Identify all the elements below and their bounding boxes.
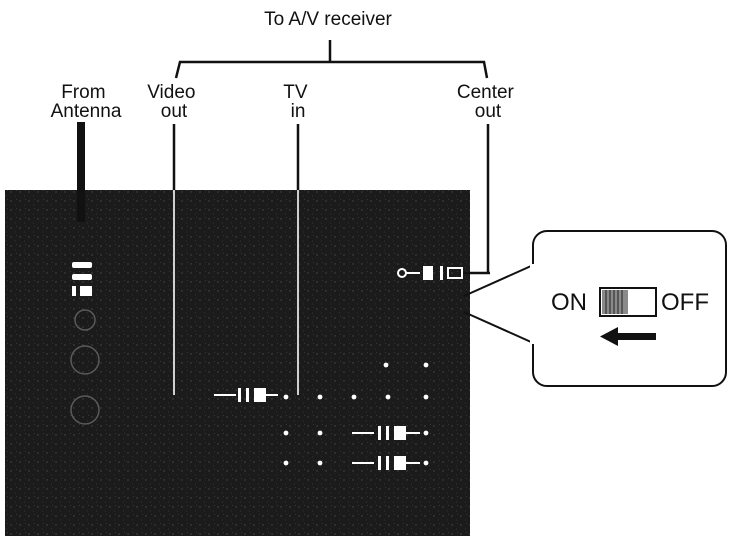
label-tv-in: TV in <box>283 82 313 122</box>
antenna-connector <box>72 262 92 296</box>
plug-right-2 <box>352 456 420 470</box>
arrow-left-icon <box>600 327 656 346</box>
center-switch[interactable] <box>599 287 657 317</box>
switch-on-label: ON <box>551 289 587 316</box>
rear-panel <box>5 190 470 536</box>
diagram-title: To A/V receiver <box>264 9 392 30</box>
antenna-cable <box>77 122 85 222</box>
video-out-plug <box>214 388 278 402</box>
label-video-out: Video out <box>147 82 201 122</box>
panel-jacks <box>70 309 100 425</box>
label-center-out: Center out <box>457 82 519 122</box>
switch-off-label: OFF <box>661 289 709 316</box>
center-out-plug <box>397 266 463 280</box>
receiver-bracket <box>174 40 489 79</box>
callout-gap <box>530 264 536 344</box>
callout-lines <box>463 261 541 347</box>
jack-dots <box>283 362 429 466</box>
label-from-antenna: From Antenna <box>51 82 122 122</box>
plug-right-1 <box>352 426 420 440</box>
